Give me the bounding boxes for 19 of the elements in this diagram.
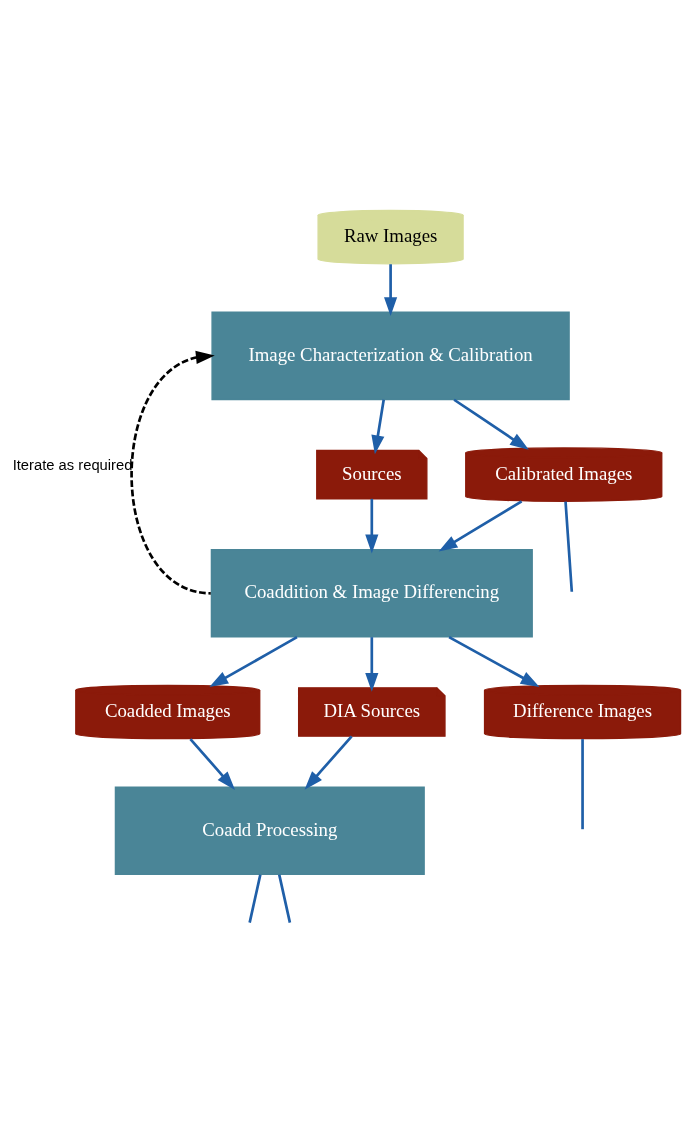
arrow [453,398,529,450]
arrow [371,399,386,454]
arrow [438,499,523,552]
arrow [189,737,236,790]
connector [248,873,262,923]
arrow [365,636,379,692]
node-box: Image Characterization & Calibration [211,311,570,400]
edge-label: Iterate as required [12,456,133,473]
connector [581,738,584,829]
connector [564,501,574,592]
arrow [448,635,540,687]
connector [277,873,292,923]
arrow [304,734,353,790]
arrow [365,498,379,553]
arrow [384,263,398,316]
node-box: Coadd Processing [114,785,425,875]
arrow [130,350,215,595]
arrow [209,635,298,687]
node-box: Coaddition & Image Differencing [210,548,533,638]
